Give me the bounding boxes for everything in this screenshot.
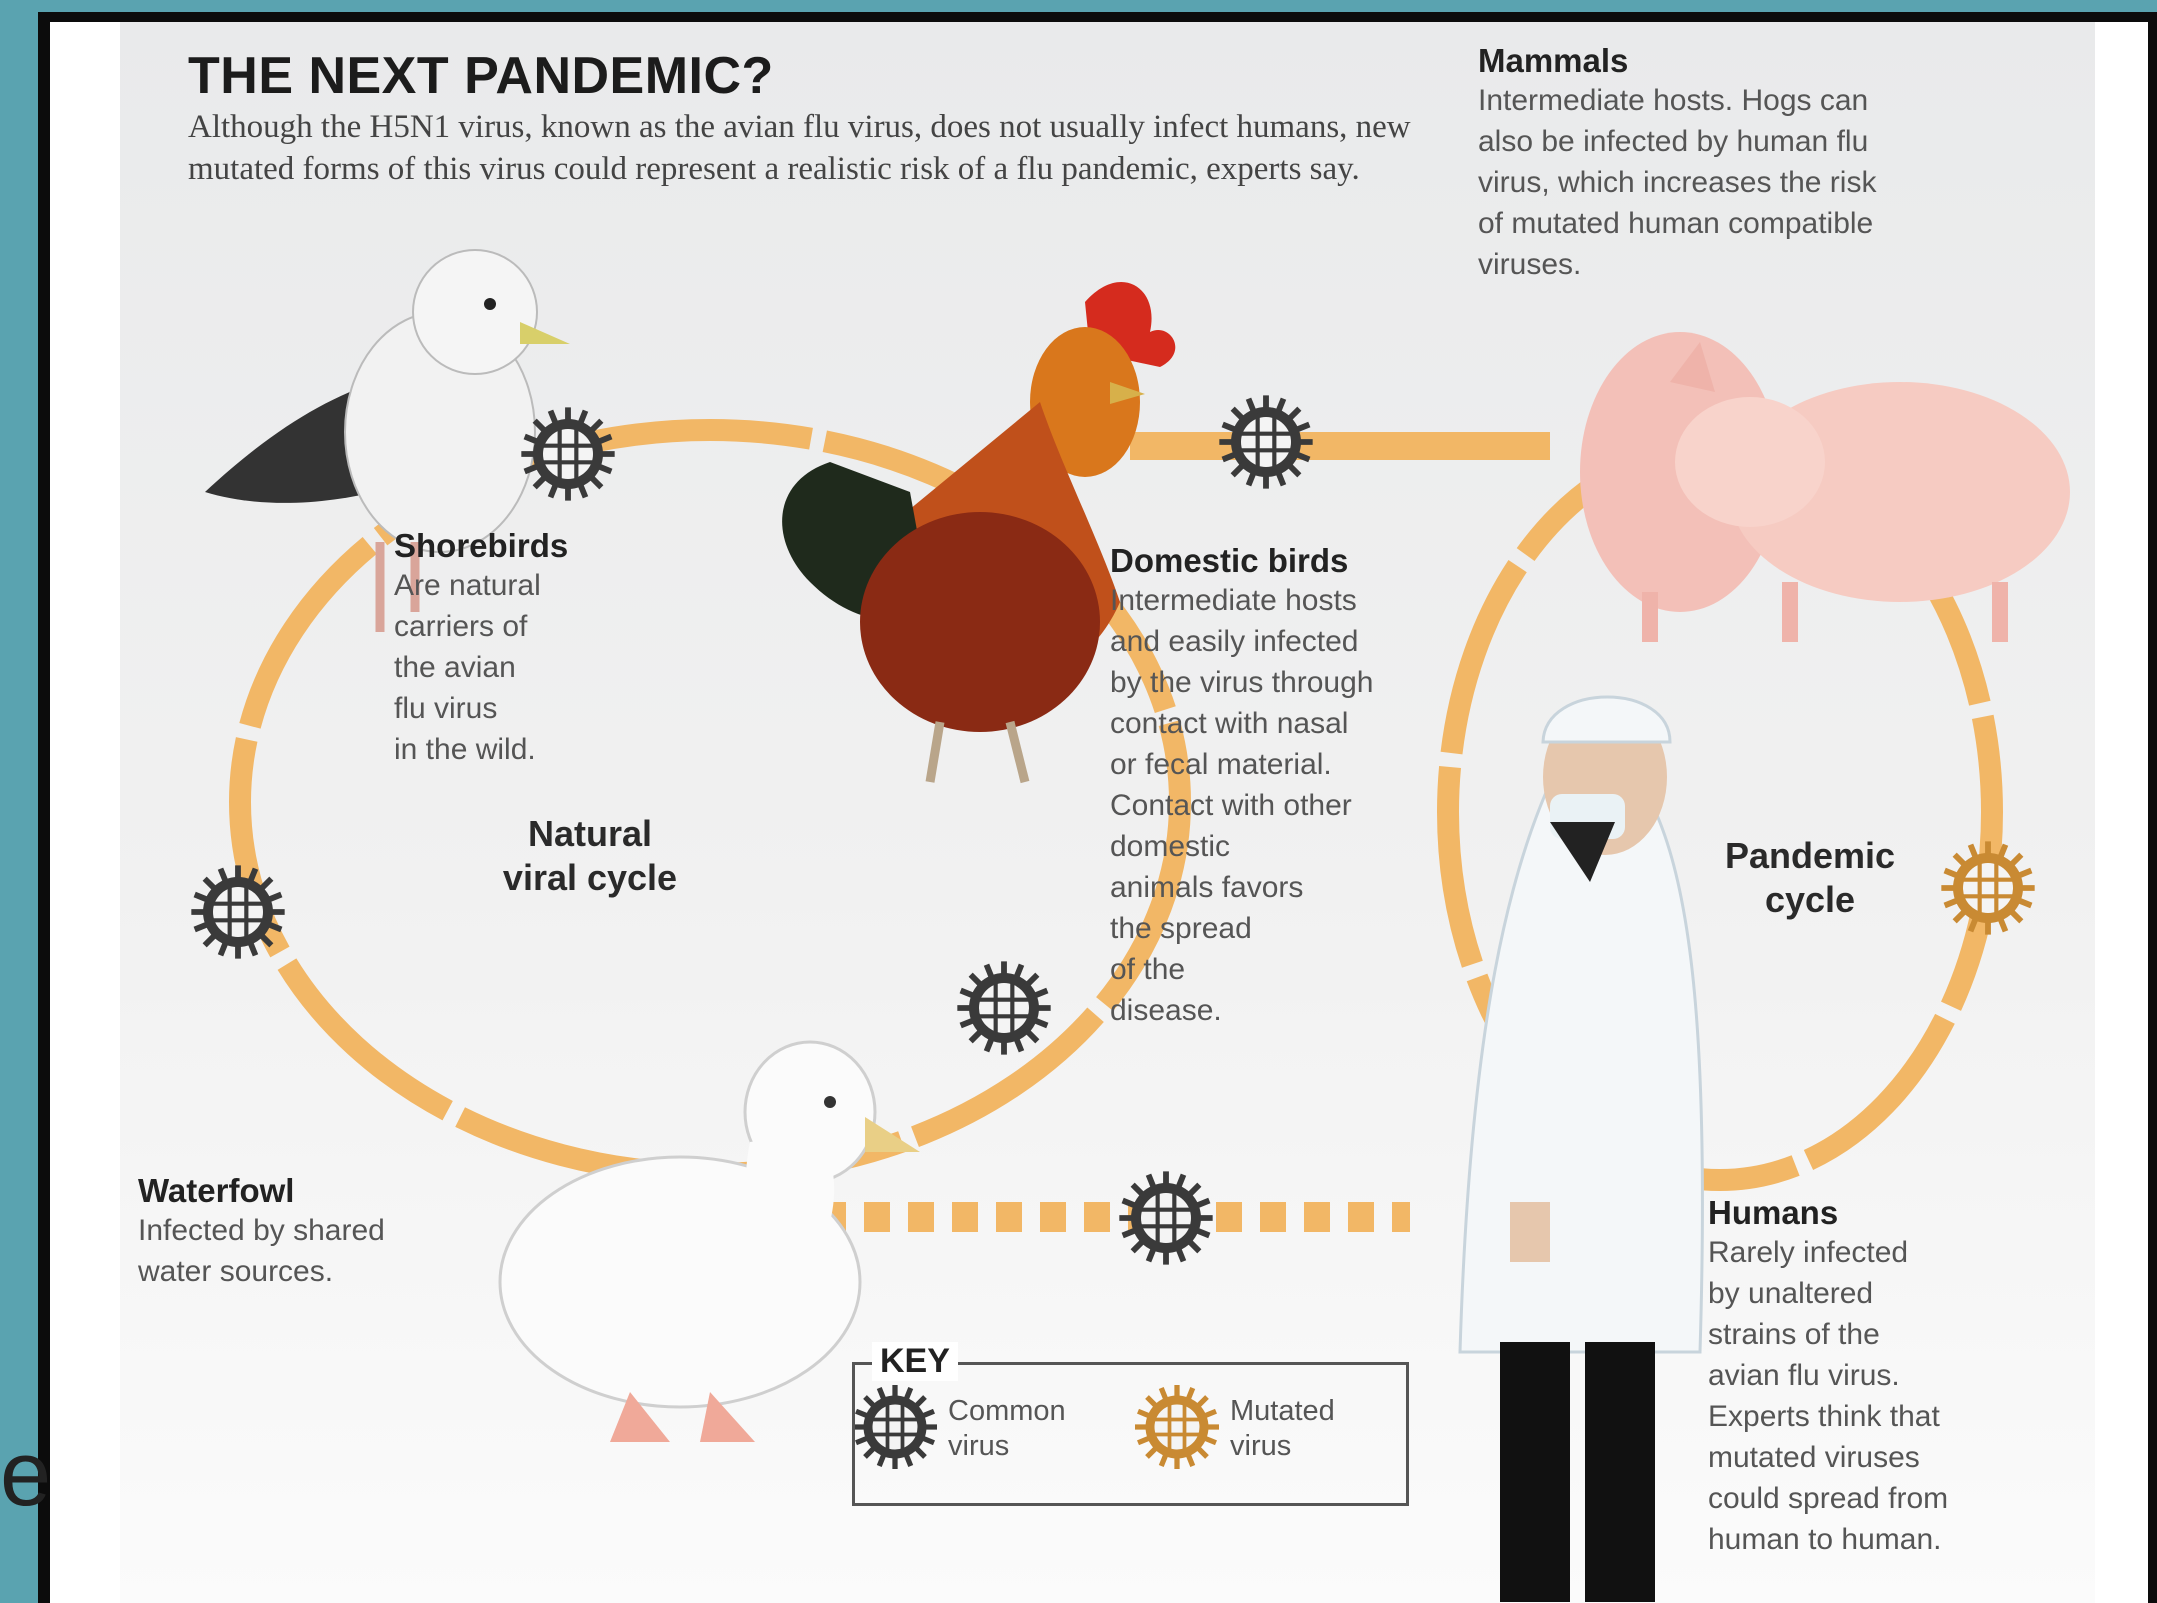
domestic-birds-heading: Domestic birds — [1110, 542, 1490, 580]
humans-line: strains of the — [1708, 1314, 2068, 1355]
mammals-heading: Mammals — [1478, 42, 2038, 80]
mammals-line: virus, which increases the risk — [1478, 162, 2038, 203]
key-label: KEY — [872, 1342, 958, 1381]
domestic-birds-line: animals favors — [1110, 867, 1490, 908]
domestic-birds-line: Contact with other — [1110, 785, 1490, 826]
key-mutated-line: Mutated — [1230, 1394, 1335, 1429]
virus-icon-natural-left — [191, 865, 284, 958]
domestic-birds-line: Intermediate hosts — [1110, 580, 1490, 621]
natural-cycle-line: Natural — [470, 812, 710, 856]
shorebirds-line: in the wild. — [394, 729, 654, 770]
key-common-line: Common — [948, 1394, 1066, 1429]
domestic-birds-line: and easily infected — [1110, 621, 1490, 662]
pandemic-cycle-label: Pandemic cycle — [1690, 834, 1930, 922]
humans-line: Rarely infected — [1708, 1232, 2068, 1273]
mammals-block: Mammals Intermediate hosts. Hogs can als… — [1478, 42, 2038, 285]
humans-line: mutated viruses — [1708, 1437, 2068, 1478]
intro-paragraph: Although the H5N1 virus, known as the av… — [188, 106, 1428, 190]
humans-heading: Humans — [1708, 1194, 2068, 1232]
domestic-birds-line: domestic — [1110, 826, 1490, 867]
key-common-line: virus — [948, 1429, 1066, 1464]
pigs-illustration — [1580, 332, 2070, 642]
human-illustration — [1460, 697, 1703, 1602]
waterfowl-line: Infected by shared — [138, 1210, 498, 1251]
natural-cycle-line: viral cycle — [470, 856, 710, 900]
humans-block: Humans Rarely infected by unaltered stra… — [1708, 1194, 2068, 1560]
top-connector — [1130, 432, 1550, 460]
domestic-birds-line: disease. — [1110, 990, 1490, 1031]
key-mutated-label: Mutated virus — [1230, 1394, 1335, 1464]
virus-icon-dashed-connector — [1119, 1171, 1212, 1264]
waterfowl-block: Waterfowl Infected by shared water sourc… — [138, 1172, 498, 1292]
key-mutated-line: virus — [1230, 1429, 1335, 1464]
pandemic-cycle-line: cycle — [1690, 878, 1930, 922]
shorebirds-line: Are natural — [394, 565, 654, 606]
virus-icon-natural-right — [957, 961, 1050, 1054]
waterfowl-line: water sources. — [138, 1251, 498, 1292]
domestic-birds-line: contact with nasal — [1110, 703, 1490, 744]
humans-line: avian flu virus. — [1708, 1355, 2068, 1396]
shorebirds-block: Shorebirds Are natural carriers of the a… — [394, 527, 654, 770]
waterfowl-heading: Waterfowl — [138, 1172, 498, 1210]
domestic-birds-line: by the virus through — [1110, 662, 1490, 703]
infographic-panel: THE NEXT PANDEMIC? Although the H5N1 vir… — [50, 22, 2148, 1603]
domestic-birds-block: Domestic birds Intermediate hosts and ea… — [1110, 542, 1490, 1031]
domestic-birds-line: of the — [1110, 949, 1490, 990]
shorebirds-line: the avian — [394, 647, 654, 688]
shorebirds-line: flu virus — [394, 688, 654, 729]
natural-cycle-label: Natural viral cycle — [470, 812, 710, 900]
virus-icon-natural-top — [521, 407, 614, 500]
shorebirds-heading: Shorebirds — [394, 527, 654, 565]
key-common-label: Common virus — [948, 1394, 1066, 1464]
humans-line: could spread from — [1708, 1478, 2068, 1519]
infographic-title: THE NEXT PANDEMIC? — [188, 46, 774, 106]
humans-line: Experts think that — [1708, 1396, 2068, 1437]
humans-line: human to human. — [1708, 1519, 2068, 1560]
pandemic-cycle-line: Pandemic — [1690, 834, 1930, 878]
mutated-virus-icon-pandemic — [1941, 841, 2034, 934]
mammals-line: viruses. — [1478, 244, 2038, 285]
humans-line: by unaltered — [1708, 1273, 2068, 1314]
mammals-line: of mutated human compatible — [1478, 203, 2038, 244]
domestic-birds-line: the spread — [1110, 908, 1490, 949]
shorebirds-line: carriers of — [394, 606, 654, 647]
virus-icon-connector-top — [1219, 395, 1312, 488]
mammals-line: also be infected by human flu — [1478, 121, 2038, 162]
domestic-birds-line: or fecal material. — [1110, 744, 1490, 785]
mammals-line: Intermediate hosts. Hogs can — [1478, 80, 2038, 121]
